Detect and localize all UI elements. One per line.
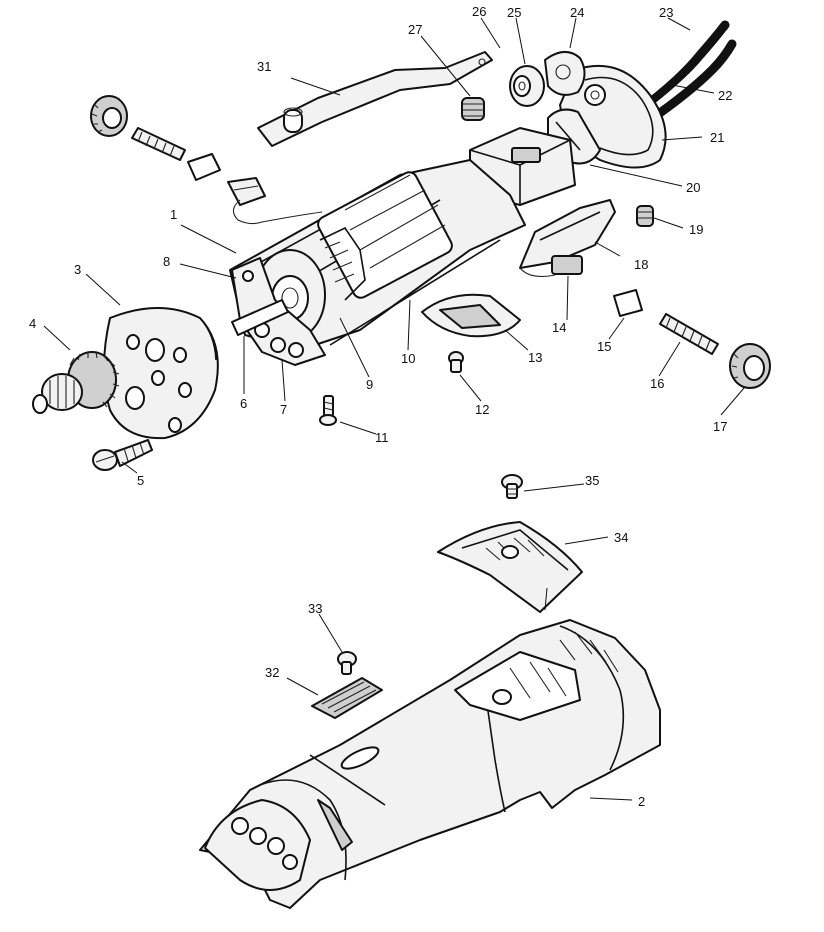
brush-spring-16: [659, 313, 719, 355]
callout-15: 15: [597, 339, 611, 354]
callout-23: 23: [659, 5, 673, 20]
callout-35: 35: [585, 473, 599, 488]
brush-cap-left: [90, 95, 128, 137]
main-housing-cover: [199, 619, 661, 909]
gear-plate-3: [103, 307, 219, 440]
callout-33: 33: [308, 601, 322, 616]
callout-4: 4: [29, 316, 36, 331]
callout-32: 32: [265, 665, 279, 680]
callout-19: 19: [689, 222, 703, 237]
leader-lines: [43, 17, 745, 801]
callout-3: 3: [74, 262, 81, 277]
callout-16: 16: [650, 376, 664, 391]
callout-21: 21: [710, 130, 724, 145]
screw-5: [92, 439, 153, 471]
carbon-brush-15: [613, 289, 643, 317]
brush-holder-left: [227, 177, 323, 225]
switch-button-32: [311, 677, 383, 719]
small-spring-27: [461, 97, 485, 121]
callout-5: 5: [137, 473, 144, 488]
carbon-brush-left: [187, 153, 221, 181]
screw-33: [337, 651, 357, 675]
screw-35: [501, 474, 523, 499]
callout-8: 8: [163, 254, 170, 269]
callout-22: 22: [718, 88, 732, 103]
screw-11: [319, 395, 337, 426]
drive-shaft: [231, 299, 289, 336]
callout-13: 13: [528, 350, 542, 365]
callout-labels: 1 2 3 4 5 6 7 8 9 10 11 12 13 14 15 16 1…: [29, 4, 732, 809]
callout-25: 25: [507, 5, 521, 20]
callout-26: 26: [472, 4, 486, 19]
callout-12: 12: [475, 402, 489, 417]
brush-spring-left: [131, 127, 186, 161]
cover-plate-34: [437, 521, 583, 613]
screw-12: [448, 351, 464, 373]
callout-18: 18: [634, 257, 648, 272]
callout-31: 31: [257, 59, 271, 74]
callout-11: 11: [375, 430, 389, 445]
callout-34: 34: [614, 530, 628, 545]
callout-9: 9: [366, 377, 373, 392]
pinion-gear-4: [32, 351, 120, 414]
brush-cap-17: [729, 343, 771, 389]
power-cord: [635, 20, 737, 125]
callout-10: 10: [401, 351, 415, 366]
callout-1: 1: [170, 207, 177, 222]
bushing-25: [509, 65, 545, 107]
callout-27: 27: [408, 22, 422, 37]
switch-slider-bar: [257, 51, 493, 147]
callout-2: 2: [638, 794, 645, 809]
brush-holder-18: [519, 199, 616, 277]
callout-14: 14: [552, 320, 566, 335]
cord-grommet-24: [544, 51, 586, 96]
callout-7: 7: [280, 402, 287, 417]
callout-17: 17: [713, 419, 727, 434]
callout-6: 6: [240, 396, 247, 411]
callout-24: 24: [570, 5, 584, 20]
callout-20: 20: [686, 180, 700, 195]
small-spring-19: [636, 205, 654, 227]
